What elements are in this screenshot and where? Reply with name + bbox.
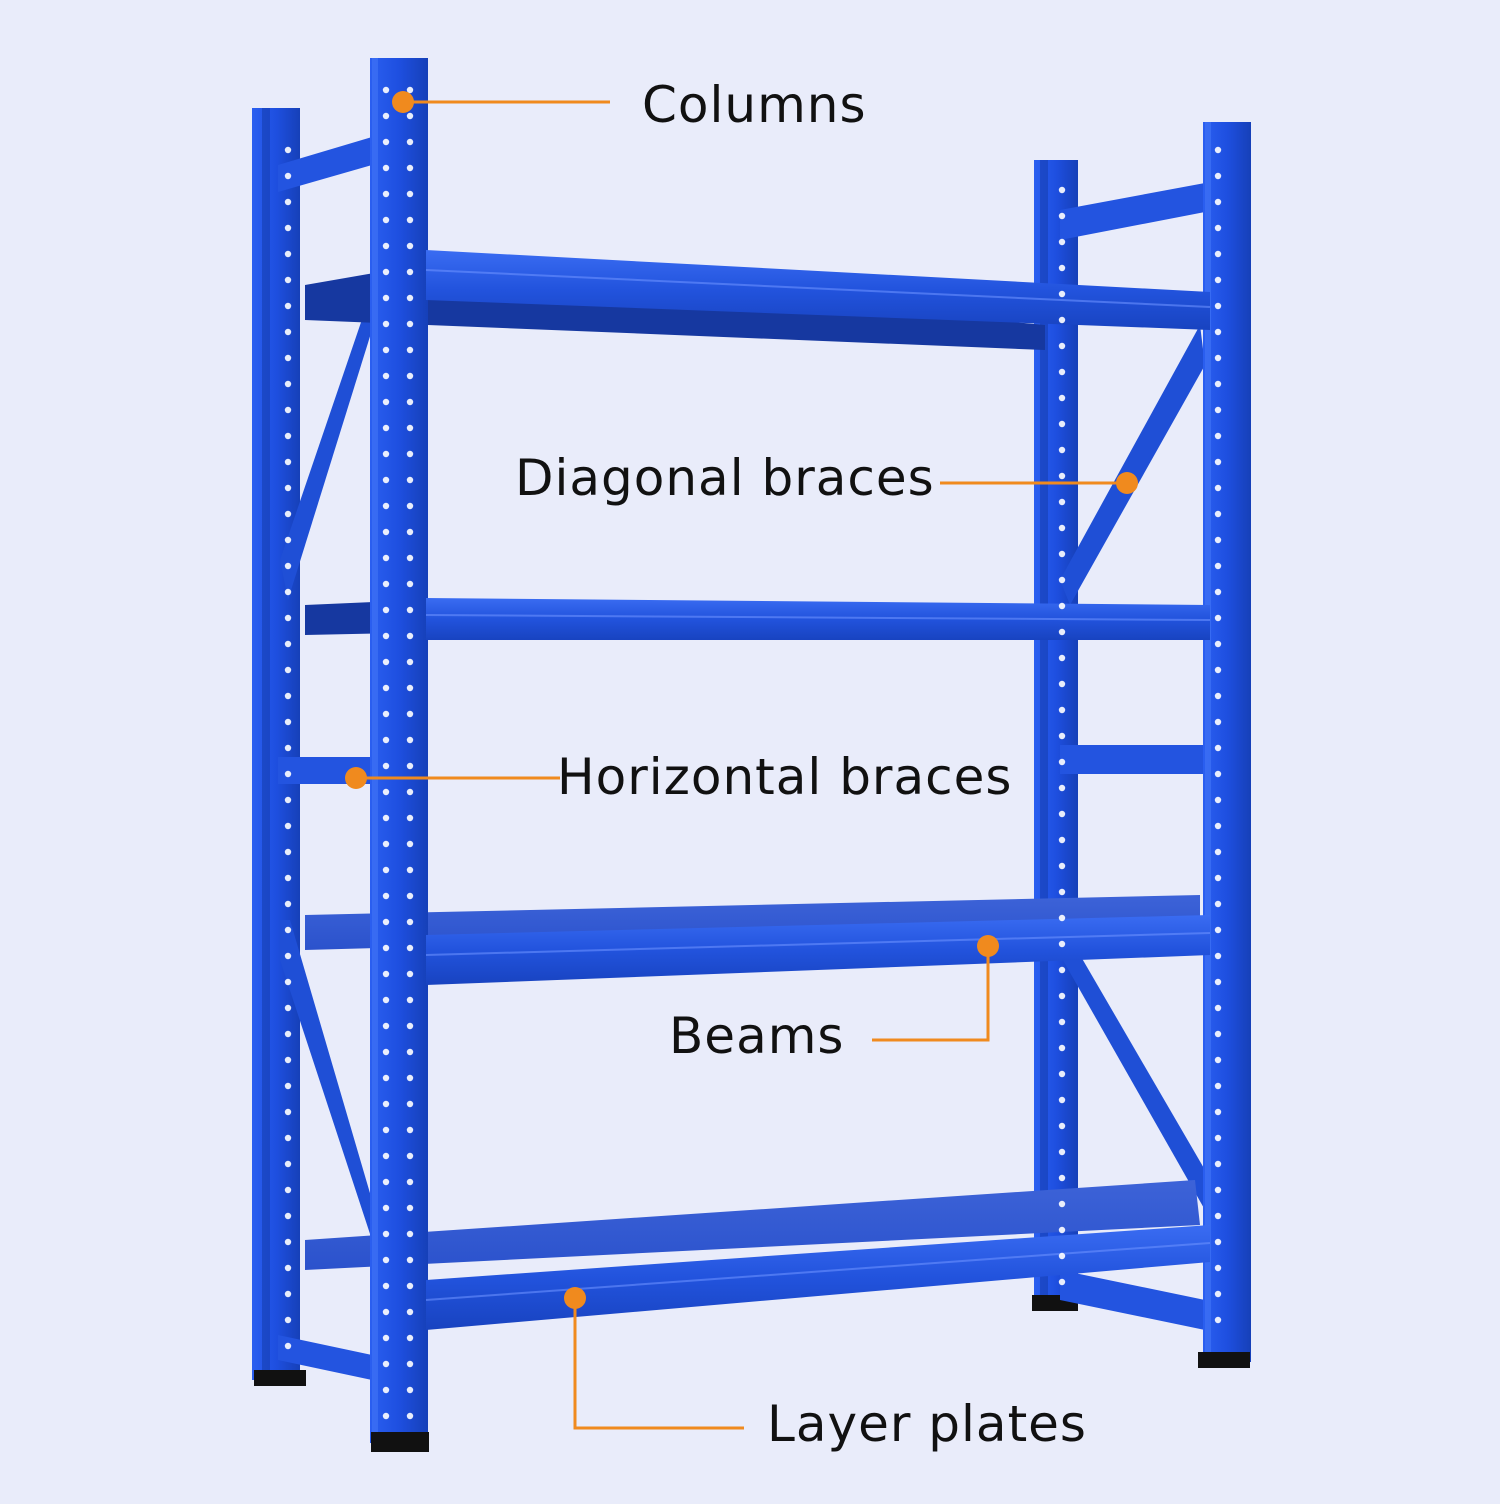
beams-callout-dot xyxy=(977,935,999,957)
horizontal-braces-callout-dot xyxy=(345,767,367,789)
callout-lines xyxy=(356,100,1127,1430)
right-diagonal-braces xyxy=(1060,325,1205,1210)
left-diagonal-braces xyxy=(280,290,372,1240)
back-left-column xyxy=(252,108,306,1386)
columns-callout-dot xyxy=(392,91,414,113)
layer-plates-callout-line xyxy=(573,1298,744,1430)
horizontal-braces-label: Horizontal braces xyxy=(557,748,1013,806)
beams-callout-line xyxy=(872,946,990,1042)
layer-plates-callout-dot xyxy=(564,1287,586,1309)
diagonal-braces-label: Diagonal braces xyxy=(515,449,935,507)
layer-plates-label: Layer plates xyxy=(767,1395,1087,1453)
front-right-column xyxy=(1198,122,1251,1368)
right-horizontal-braces xyxy=(1060,183,1205,1330)
callout-dots xyxy=(345,91,1138,1309)
beams-label: Beams xyxy=(669,1007,845,1065)
columns-label: Columns xyxy=(642,76,867,134)
column-holes xyxy=(284,86,1222,1420)
front-beams xyxy=(425,250,1211,1330)
diagonal-braces-callout-dot xyxy=(1116,472,1138,494)
front-left-column xyxy=(370,58,429,1452)
back-right-column xyxy=(1032,160,1078,1311)
